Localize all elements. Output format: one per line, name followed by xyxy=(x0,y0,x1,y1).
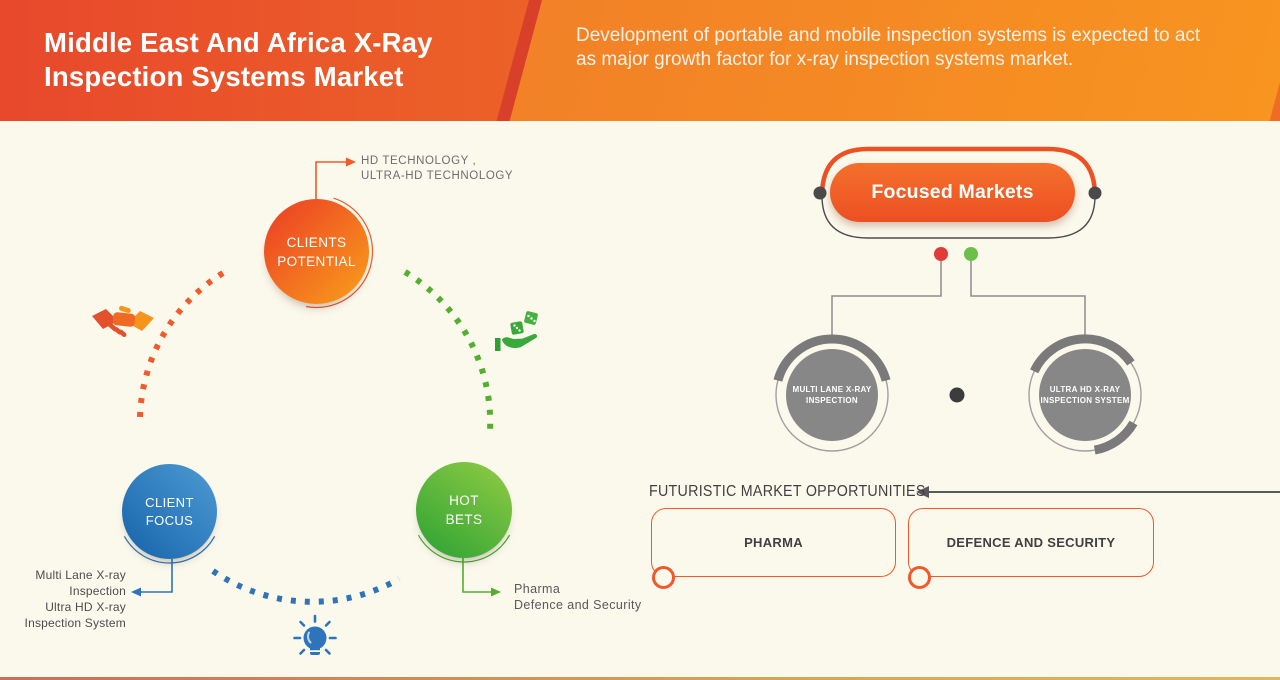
connector-hot-bets xyxy=(462,558,492,593)
pill-end-dot-right xyxy=(1088,186,1102,200)
callout-hot-bets: Pharma Defence and Security xyxy=(514,581,642,613)
callout-client-focus: Multi Lane X-ray Inspection Ultra HD X-r… xyxy=(18,567,126,631)
page-title: Middle East And Africa X-Ray Inspection … xyxy=(44,26,433,94)
opportunity-defence-label: DEFENCE AND SECURITY xyxy=(946,535,1116,550)
page-title-line-2: Inspection Systems Market xyxy=(44,61,404,92)
opportunity-box-pharma: PHARMA xyxy=(651,508,896,589)
arrowhead-hot-bets xyxy=(491,587,501,597)
node-ultra-hd-line-2: INSPECTION SYSTEM xyxy=(1040,396,1130,405)
bottom-accent-line xyxy=(0,677,1280,680)
callout-client-focus-line-1: Multi Lane X-ray xyxy=(35,568,126,582)
bubble-hot-bets-line-2: BETS xyxy=(445,512,483,527)
dotted-arc-green xyxy=(403,269,494,432)
focused-markets-pill: Focused Markets xyxy=(830,163,1075,222)
callout-client-focus-line-3: Ultra HD X-ray xyxy=(45,600,126,614)
callout-clients-potential: HD TECHNOLOGY , ULTRA-HD TECHNOLOGY xyxy=(361,154,513,184)
arrowhead-client-focus xyxy=(131,587,141,597)
opportunity-pharma-corner-dot xyxy=(652,566,675,589)
tree-connector-left xyxy=(831,261,942,340)
dotted-arc-blue xyxy=(211,568,401,605)
node-multi-lane-xray: MULTI LANE X-RAY INSPECTION xyxy=(786,349,878,441)
callout-client-focus-line-2: Inspection xyxy=(69,584,126,598)
green-pin xyxy=(964,247,978,261)
dotted-arc-orange xyxy=(137,270,225,418)
handshake-icon xyxy=(92,305,154,338)
header-description: Development of portable and mobile inspe… xyxy=(576,25,1201,70)
bubble-client-focus-line-1: CLIENT xyxy=(145,494,194,510)
node-multi-lane-line-2: INSPECTION xyxy=(806,396,858,405)
dice-in-hand-icon xyxy=(495,311,538,351)
header-banner: Middle East And Africa X-Ray Inspection … xyxy=(0,0,1280,121)
node-multi-lane-line-1: MULTI LANE X-RAY xyxy=(792,385,872,394)
bubble-clients-potential-line-1: CLIENTS xyxy=(286,234,347,250)
callout-client-focus-line-4: Inspection System xyxy=(24,616,126,630)
bubble-client-focus: CLIENT FOCUS xyxy=(122,464,217,559)
opportunities-title: FUTURISTIC MARKET OPPORTUNITIES xyxy=(649,483,926,500)
red-pin xyxy=(934,247,948,261)
bubble-clients-potential: CLIENTS POTENTIAL xyxy=(264,199,369,304)
focused-markets-label: Focused Markets xyxy=(871,181,1034,203)
tree-connector-right xyxy=(970,261,1086,338)
connector-clients-potential xyxy=(315,161,347,199)
pill-end-dot-left xyxy=(813,186,827,200)
bubble-hot-bets: HOT BETS xyxy=(416,462,512,558)
callout-clients-potential-line-2: ULTRA-HD TECHNOLOGY xyxy=(361,170,514,182)
bubble-hot-bets-line-1: HOT xyxy=(449,493,479,508)
between-nodes-dot xyxy=(949,387,965,403)
lightbulb-icon xyxy=(293,614,337,655)
opportunity-pharma-label: PHARMA xyxy=(744,535,803,550)
connector-client-focus xyxy=(140,559,173,593)
callout-hot-bets-line-1: Pharma xyxy=(514,582,561,596)
opportunity-box-defence: DEFENCE AND SECURITY xyxy=(908,508,1154,589)
bubble-clients-potential-line-2: POTENTIAL xyxy=(277,253,356,269)
node-ultra-hd-line-1: ULTRA HD X-RAY xyxy=(1049,385,1121,394)
callout-hot-bets-line-2: Defence and Security xyxy=(514,598,642,612)
node-ultra-hd-xray: ULTRA HD X-RAY INSPECTION SYSTEM xyxy=(1039,349,1131,441)
diagram-canvas: CLIENTS POTENTIAL CLIENT FOCUS HOT BETS … xyxy=(0,121,1280,680)
callout-clients-potential-line-1: HD TECHNOLOGY , xyxy=(361,155,477,167)
opportunity-defence-corner-dot xyxy=(908,566,931,589)
arrowhead-clients-potential xyxy=(346,157,356,167)
bubble-client-focus-line-2: FOCUS xyxy=(145,512,194,528)
page-title-line-1: Middle East And Africa X-Ray xyxy=(44,27,433,58)
